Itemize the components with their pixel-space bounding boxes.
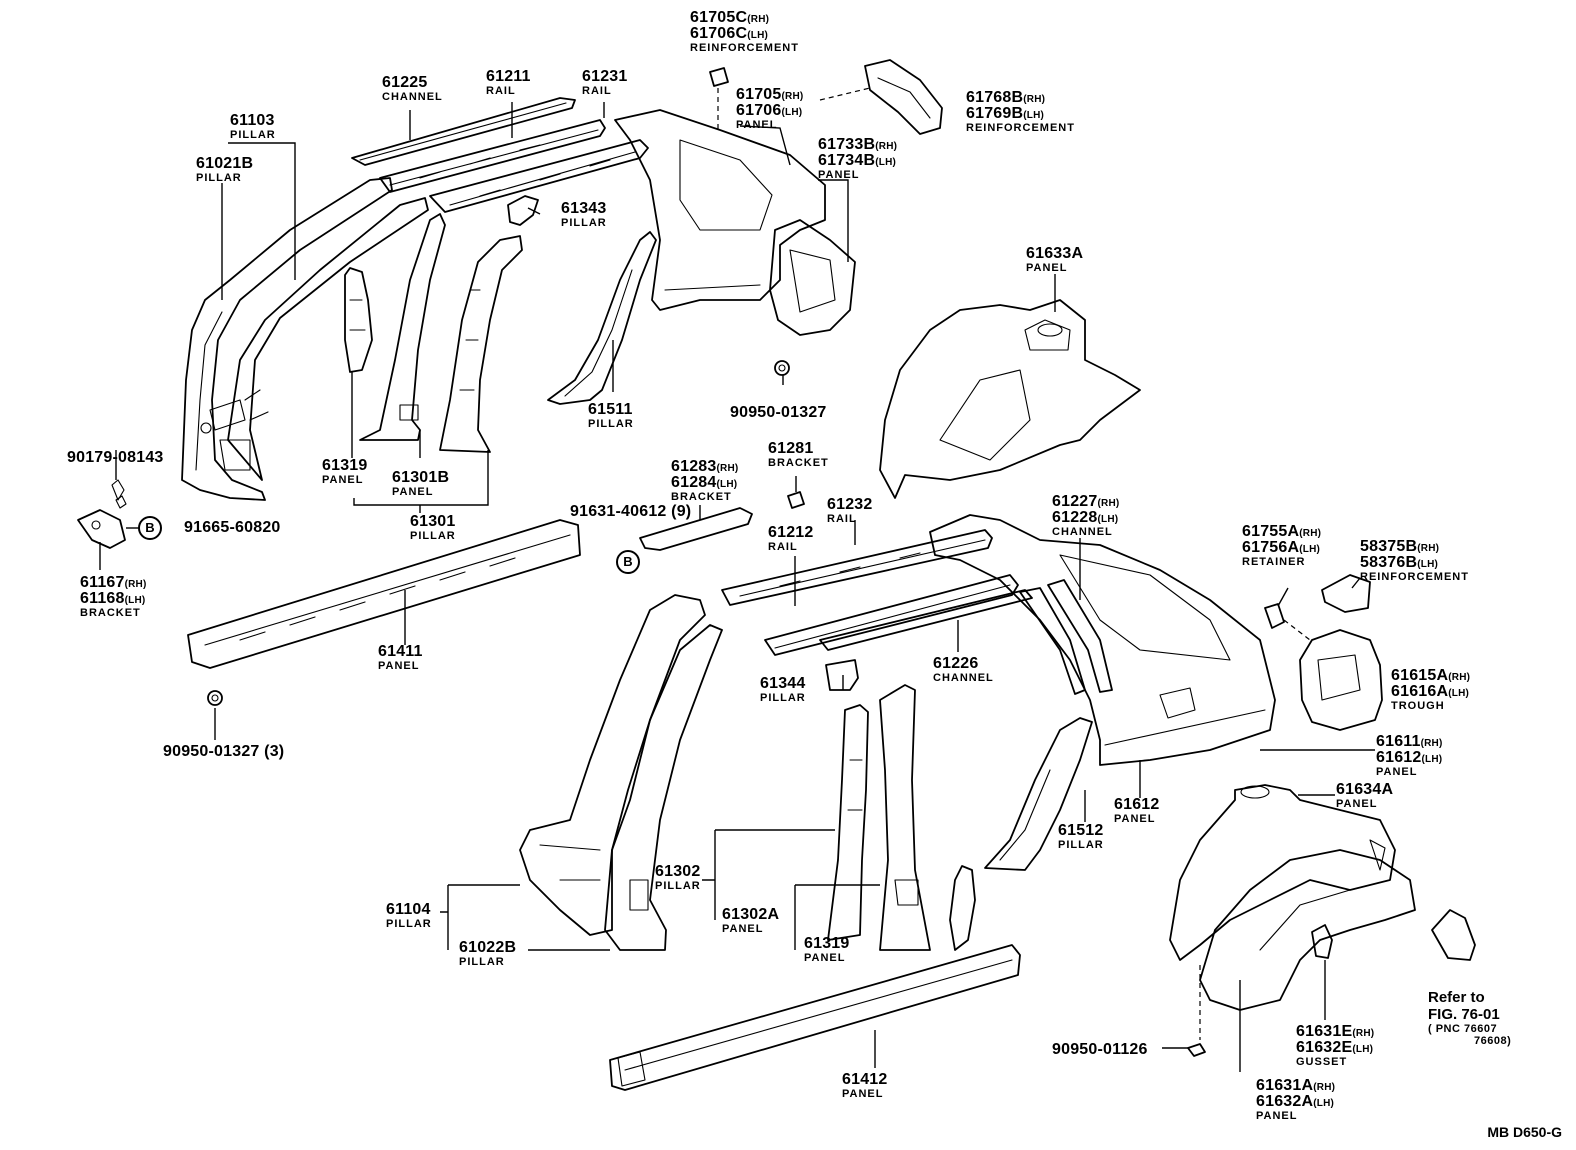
part-61227-channel-art [1019,579,1113,695]
part-61631e-gusset-art [1311,924,1333,959]
part-61302-pillar-art [879,684,931,951]
part-61512-pillar-art [984,717,1093,871]
part-61226-channel-art [819,589,1033,651]
callout-58375b-reinforcement: 58375B(RH) 58376B(LH) REINFORCEMENT [1360,538,1469,583]
callout-90950-01327: 90950-01327 [730,404,827,421]
part-61319-lower-panel-art [949,865,976,951]
part-61104-pillar-art [519,594,706,936]
part-61103-pillar-art [227,197,429,481]
callout-90950-01126: 90950-01126 [1052,1041,1148,1058]
part-fig-ref-art [1431,909,1476,961]
figure-ref-line1: Refer to [1428,989,1485,1006]
part-61232-rail-art [721,529,993,606]
callout-61167-bracket: 61167(RH) 61168(LH) BRACKET [80,574,147,619]
part-61022b-pillar-art [604,624,723,951]
callout-90950-01327-qty3: 90950-01327 (3) [163,743,285,760]
figure-ref-line3: ( PNC 76607 [1428,1023,1498,1035]
part-61302a-panel-art [827,704,869,941]
callout-61615a-trough: 61615A(RH) 61616A(LH) TROUGH [1391,667,1471,712]
callout-91631-40612: 91631-40612 (9) [570,503,692,520]
callout-61631e-gusset: 61631E(RH) 61632E(LH) GUSSET [1296,1023,1375,1068]
bolt-marker-b-left: B [138,516,162,540]
leader-lines [99,102,1375,1072]
part-61411-panel-art [187,519,581,669]
callout-61733b-panel: 61733B(RH) 61734B(LH) PANEL [818,136,898,181]
part-61611-quarter-panel-art [929,514,1276,766]
figure-ref-line2: FIG. 76-01 [1428,1005,1500,1023]
callout-61705c-reinforcement: 61705C(RH) 61706C(LH) REINFORCEMENT [690,9,799,54]
part-61343-pillar-art [507,195,539,226]
callout-90179-08143: 90179-08143 [67,449,164,466]
part-61231-rail-art [429,139,649,213]
callout-61611-panel: 61611(RH) 61612(LH) PANEL [1376,733,1443,778]
callout-61227-channel: 61227(RH) 61228(LH) CHANNEL [1052,493,1120,538]
part-61301-pillar-art [439,235,523,453]
callout-61705-panel: 61705(RH) 61706(LH) PANEL [736,86,804,131]
callout-61755a-retainer: 61755A(RH) 61756A(LH) RETAINER [1242,523,1322,568]
callout-61768b-reinforcement: 61768B(RH) 61769B(LH) REINFORCEMENT [966,89,1075,134]
part-61319-panel-art [344,267,373,373]
part-61634a-panel-art [1169,784,1396,961]
bolt-marker-b-center: B [616,550,640,574]
part-61212-rail-art [764,574,1019,656]
part-61344-pillar-art [825,659,859,691]
part-61705c-reinforcement-art [709,67,729,87]
part-61631a-panel-art [1199,849,1416,1011]
part-61021b-pillar-art [181,177,393,501]
part-58375b-reinforcement-art [1321,574,1371,613]
part-61211-rail-art [379,119,606,193]
fastener-art [115,360,1206,1057]
part-61281-bracket-art [787,491,805,509]
callout-61631a-panel: 61631A(RH) 61632A(LH) PANEL [1256,1077,1336,1122]
part-61283-bracket-art [639,507,753,551]
part-61705-quarter-panel-art [614,109,826,311]
part-61733b-panel-art [769,219,856,336]
part-61225-channel-art [351,97,576,166]
part-61615a-trough-art [1299,629,1383,731]
figure-reference-note: Refer to FIG. 76-01 ( PNC 76607 76608) [1428,989,1512,1048]
part-61167-bracket-art [77,479,126,549]
part-61755a-retainer-art [1264,603,1285,629]
diagram-code: MB D650-G [1487,1124,1562,1140]
part-61511-pillar-art [547,231,657,405]
figure-ref-line4: 76608) [1474,1035,1512,1048]
part-61633a-panel-art [879,299,1141,499]
dashed-assembly-lines [717,87,1311,1040]
callout-91665-60820: 91665-60820 [184,519,281,536]
part-61768b-reinforcement-art [864,59,943,135]
part-61412-panel-art [609,944,1021,1091]
callout-61283-bracket: 61283(RH) 61284(LH) BRACKET [671,458,739,503]
